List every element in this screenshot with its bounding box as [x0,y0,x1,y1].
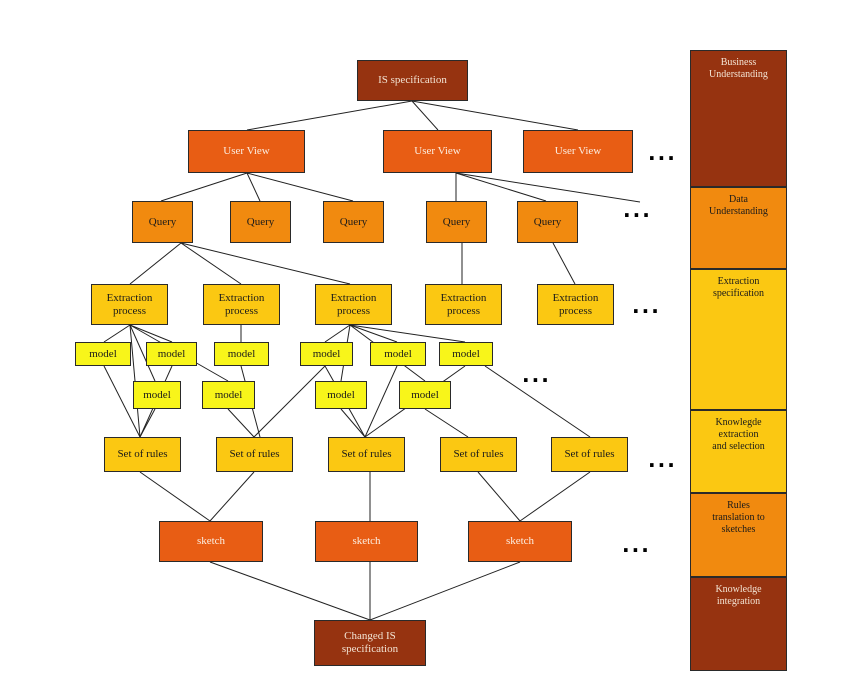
edge [369,561,521,621]
sketch-box: sketch [468,521,572,562]
edge [103,324,131,343]
edge [411,100,439,131]
edge [477,471,521,522]
user-view-box: User View [523,130,633,173]
set-of-rules-box: Set of rules [216,437,293,472]
model-box: model [370,342,426,366]
model-box: model [146,342,197,366]
user-view-box: User View [383,130,492,173]
set-of-rules-box: Set of rules [440,437,517,472]
phase-knowledge-extraction-selection: Knowlegde extraction and selection [690,410,787,493]
edge [455,172,641,203]
sketch-box: sketch [159,521,263,562]
query-box: Query [230,201,291,243]
model-box: model [399,381,451,409]
edge [552,242,576,285]
edge [180,242,351,285]
query-box: Query [517,201,578,243]
extraction-process-box: Extraction process [203,284,280,325]
edge [160,172,248,202]
phase-business-understanding: Business Understanding [690,50,787,187]
edge [424,408,469,438]
is-specification-box: IS specification [357,60,468,101]
ellipsis: ... [522,363,551,387]
edge [209,561,371,621]
model-box: model [75,342,131,366]
edge [364,365,398,438]
extraction-process-box: Extraction process [537,284,614,325]
phase-rules-translation: Rules translation to sketches [690,493,787,577]
set-of-rules-box: Set of rules [551,437,628,472]
edge [129,324,156,382]
edge [139,471,211,522]
edge [139,408,156,438]
edge [455,172,547,202]
phase-data-understanding: Data Understanding [690,187,787,269]
edge [519,471,591,522]
edge [246,100,413,131]
edge [227,408,255,438]
edge [209,471,255,522]
model-box: model [202,381,255,409]
set-of-rules-box: Set of rules [328,437,405,472]
edge [349,324,466,343]
phase-extraction-specification: Extraction specification [690,269,787,410]
ellipsis: ... [632,294,661,318]
ellipsis: ... [622,533,651,557]
edge [103,365,141,438]
user-view-box: User View [188,130,305,173]
ellipsis: ... [623,198,652,222]
model-box: model [300,342,353,366]
model-box: model [214,342,269,366]
edge [411,100,579,131]
edge [129,324,173,343]
edge [324,324,351,343]
extraction-process-box: Extraction process [315,284,392,325]
model-box: model [439,342,493,366]
query-box: Query [132,201,193,243]
edge [253,365,326,438]
query-box: Query [323,201,384,243]
ellipsis: ... [648,141,677,165]
edge [340,408,366,438]
query-box: Query [426,201,487,243]
phase-knowledge-integration: Knowledge integration [690,577,787,671]
model-box: model [315,381,367,409]
model-box: model [133,381,181,409]
extraction-process-box: Extraction process [425,284,502,325]
edge [129,242,182,285]
extraction-process-box: Extraction process [91,284,168,325]
set-of-rules-box: Set of rules [104,437,181,472]
edge [246,172,354,202]
edge [349,324,398,343]
sketch-box: sketch [315,521,418,562]
edge [246,172,261,202]
changed-is-specification-box: Changed IS specification [314,620,426,666]
edge [180,242,242,285]
ellipsis: ... [648,448,677,472]
edge [484,365,591,438]
